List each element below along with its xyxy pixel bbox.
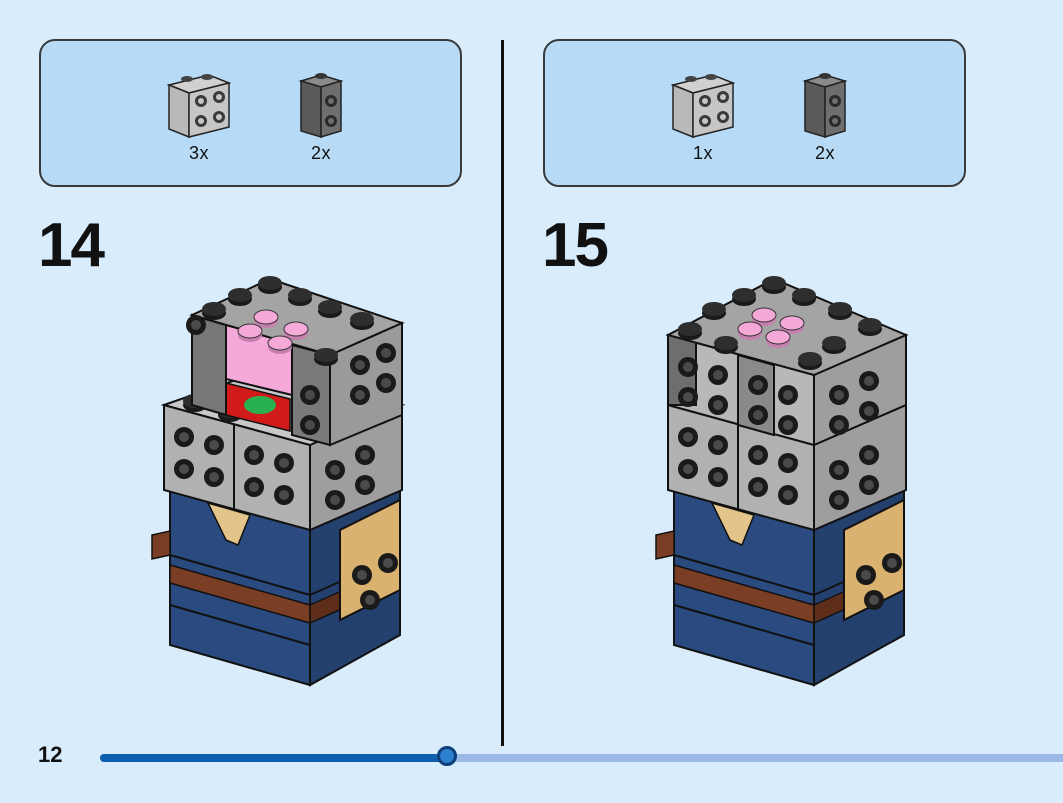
part-item: 2x	[276, 67, 366, 164]
progress-track	[100, 754, 1063, 762]
instruction-progress-bar	[100, 746, 1063, 766]
part-quantity: 2x	[814, 143, 835, 163]
part-quantity: 1x	[692, 143, 713, 163]
progress-knob[interactable]	[437, 746, 457, 766]
parts-list-box: 1x 2x	[543, 39, 966, 187]
part-item: 2x	[780, 67, 870, 164]
parts-list-box: 3x 2x	[39, 39, 462, 187]
dark-gray-brick-1x2-studs-icon	[804, 72, 846, 138]
brickheadz-model-illustration	[655, 276, 909, 687]
progress-fill	[100, 754, 447, 762]
step-divider-line	[501, 40, 504, 746]
brickheadz-model-illustration	[151, 276, 406, 687]
step-number: 14	[38, 211, 105, 280]
page-number: 12	[38, 742, 63, 767]
light-gray-brick-2x2-studs-icon	[672, 73, 734, 138]
step-15-panel: 1x 2x 15	[504, 0, 1004, 740]
light-gray-brick-2x2-studs-icon	[168, 73, 230, 138]
part-quantity: 2x	[310, 143, 331, 163]
step-number: 15	[542, 211, 609, 280]
step-14-panel: 3x 2x 14	[0, 0, 500, 740]
part-item: 1x	[658, 67, 748, 164]
dark-gray-brick-1x2-studs-icon	[300, 72, 342, 138]
part-quantity: 3x	[188, 143, 209, 163]
part-item: 3x	[154, 67, 244, 164]
